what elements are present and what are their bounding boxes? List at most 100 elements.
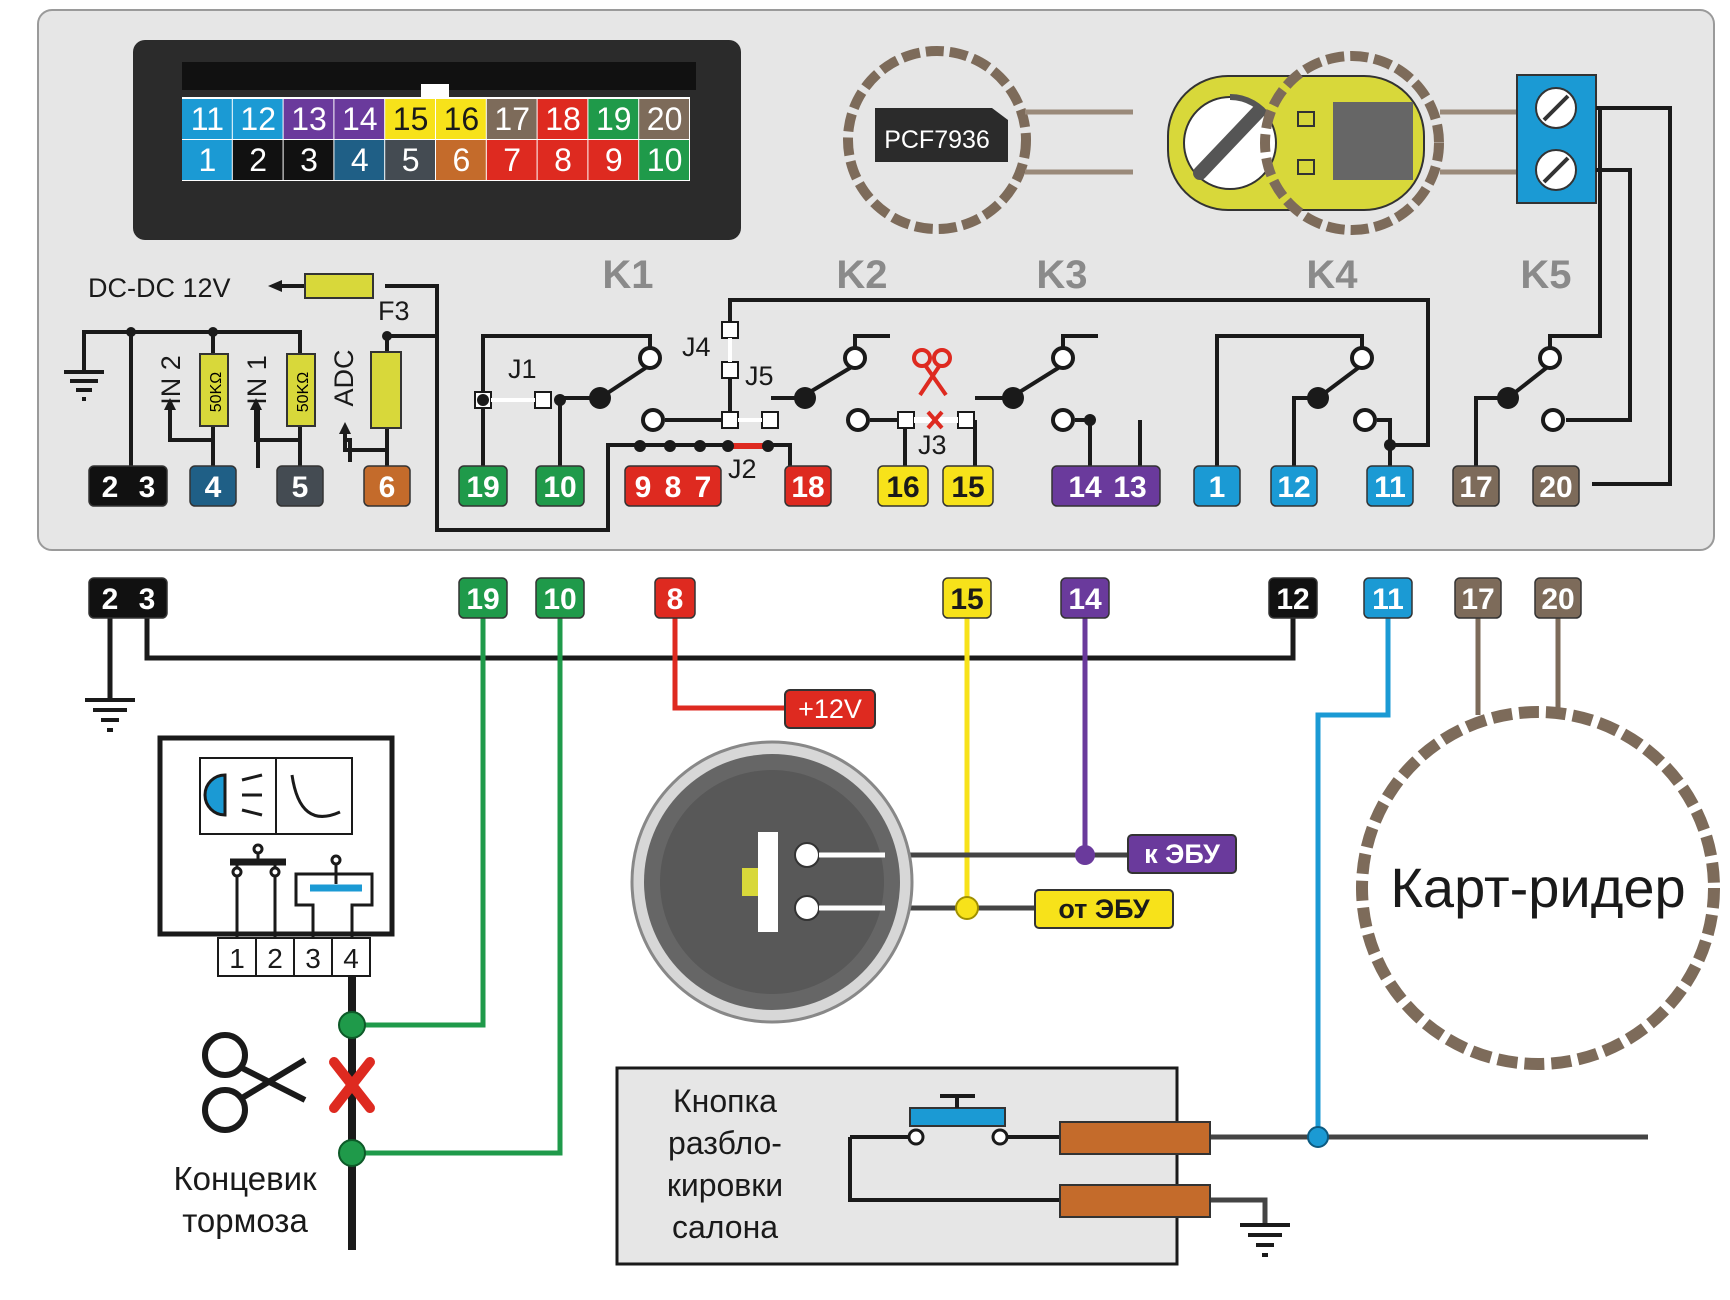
module-pin-6-label: 6 bbox=[379, 471, 396, 504]
relay-labels: K1 K2 K3 K4 K5 bbox=[602, 253, 1571, 297]
brake-caption-line-1: Концевик bbox=[173, 1160, 317, 1197]
module-pin-1-label: 1 bbox=[1209, 471, 1226, 504]
unlock-button-box: Кнопка разбло- кировки салона bbox=[615, 1066, 1211, 1266]
connector-pin-label: 13 bbox=[291, 101, 327, 137]
jumper-dots bbox=[477, 394, 1396, 452]
connector-pin-label: 14 bbox=[342, 101, 378, 137]
connector-pin-13: 13 bbox=[283, 99, 334, 139]
relay-contacts bbox=[638, 346, 1565, 432]
cut-mark-brake bbox=[329, 1057, 375, 1113]
sensor-board bbox=[1167, 51, 1520, 235]
push-button-icon bbox=[909, 1107, 1006, 1127]
harness-pin-14: 14 bbox=[1060, 577, 1110, 619]
headlight-icon bbox=[203, 773, 227, 817]
connector-pin-label: 9 bbox=[605, 142, 623, 178]
module-pin-3: 3 bbox=[139, 471, 156, 504]
chip-pcf7936-icon bbox=[875, 108, 1008, 162]
module-pin-11: 11 bbox=[1366, 465, 1414, 507]
connector-pin-10: 10 bbox=[639, 140, 689, 180]
relay-label-k3: K3 bbox=[1036, 253, 1087, 297]
harness-pin-10: 10 bbox=[535, 577, 585, 619]
module-pin-9: 9 bbox=[635, 471, 652, 504]
connector-pin-18: 18 bbox=[537, 99, 588, 139]
module-pin-4: 4 bbox=[189, 465, 237, 507]
connector-pin-19: 19 bbox=[588, 99, 639, 139]
module-pin-15: 15 bbox=[942, 465, 994, 507]
harness-pin-12: 12 bbox=[1268, 577, 1318, 619]
connector-pin-label: 4 bbox=[351, 142, 369, 178]
fuse-label: F3 bbox=[378, 296, 410, 326]
connector-pin-label: 10 bbox=[647, 142, 683, 178]
module-pin-5: 5 bbox=[276, 465, 324, 507]
brake-terminal-label: 1 bbox=[229, 943, 245, 974]
connector-pin-12: 12 bbox=[232, 99, 283, 139]
card-reader: Карт-ридер bbox=[1356, 706, 1720, 1070]
plus12v-badge: +12V bbox=[784, 689, 876, 729]
connector-terminal bbox=[1059, 1184, 1211, 1218]
brake-terminal-4: 4 bbox=[331, 937, 371, 977]
module-pin-14: 14 bbox=[1068, 471, 1102, 504]
connector-pin-label: 20 bbox=[647, 101, 683, 137]
connector-pin-label: 15 bbox=[393, 101, 429, 137]
brake-terminal-label: 2 bbox=[267, 943, 283, 974]
harness-pin-11-label: 11 bbox=[1372, 583, 1404, 616]
ground-icon bbox=[64, 370, 104, 401]
relay-label-k2: K2 bbox=[836, 253, 887, 297]
module-pin-19-label: 19 bbox=[466, 471, 499, 504]
scissors-icon bbox=[912, 348, 952, 397]
connector-pin-3: 3 bbox=[283, 140, 334, 180]
harness-pin-14-label: 14 bbox=[1068, 583, 1102, 616]
pedal-icon bbox=[290, 774, 341, 818]
scissors-icon bbox=[202, 1032, 307, 1133]
brake-terminal-1: 1 bbox=[217, 937, 257, 977]
input-arrows bbox=[164, 280, 351, 434]
harness-pin-19-label: 19 bbox=[466, 583, 499, 616]
adc-label: ADC bbox=[329, 349, 359, 406]
connector-pin-label: 1 bbox=[199, 142, 217, 178]
harness-pin-19: 19 bbox=[458, 577, 508, 619]
resistor-in1 bbox=[286, 353, 316, 427]
connector-pin-label: 19 bbox=[596, 101, 632, 137]
module-pin-10-label: 10 bbox=[543, 471, 576, 504]
connector-pin-5: 5 bbox=[385, 140, 435, 180]
plus12v-label: +12V bbox=[798, 694, 862, 724]
connector-pin-8: 8 bbox=[537, 140, 588, 180]
chip-label: PCF7936 bbox=[884, 126, 990, 154]
in2-label: IN 2 bbox=[156, 355, 186, 405]
harness-pin-15-label: 15 bbox=[950, 583, 983, 616]
module-pin-13: 13 bbox=[1113, 471, 1146, 504]
module-pin-18-label: 18 bbox=[791, 471, 824, 504]
connector-pin-2: 2 bbox=[232, 140, 283, 180]
harness-pin-8-label: 8 bbox=[667, 583, 684, 616]
harness-pin-20: 20 bbox=[1534, 577, 1582, 619]
harness-pin-8: 8 bbox=[654, 577, 696, 619]
relay-label-k4: K4 bbox=[1306, 253, 1358, 297]
connector-pin-7: 7 bbox=[486, 140, 537, 180]
transponder-coil: PCF7936 bbox=[843, 46, 1133, 234]
chip-square-icon bbox=[1333, 102, 1413, 180]
module-pin-17: 17 bbox=[1452, 465, 1500, 507]
resistor-in2 bbox=[199, 353, 229, 427]
connector-pin-17: 17 bbox=[486, 99, 537, 139]
module-pin-17-label: 17 bbox=[1459, 471, 1492, 504]
harness-pin-2: 2 bbox=[102, 583, 119, 616]
module-pin-11-label: 11 bbox=[1374, 471, 1406, 504]
cut-mark-j3 bbox=[926, 410, 944, 430]
module-pin-7: 7 bbox=[695, 471, 712, 504]
module-pin-8: 8 bbox=[665, 471, 682, 504]
connector-pin-label: 5 bbox=[402, 142, 420, 178]
module-pin-18: 18 bbox=[784, 465, 832, 507]
brake-terminal-label: 3 bbox=[305, 943, 321, 974]
unlock-caption-line-4: салона bbox=[672, 1209, 778, 1245]
relay-label-k1: K1 bbox=[602, 253, 653, 297]
jumper-j4-label: J4 bbox=[682, 332, 711, 362]
module-pin-12: 12 bbox=[1270, 465, 1318, 507]
connector-pin-16: 16 bbox=[436, 99, 486, 139]
module-pin-6: 6 bbox=[363, 465, 411, 507]
harness-wires bbox=[107, 608, 1648, 1250]
